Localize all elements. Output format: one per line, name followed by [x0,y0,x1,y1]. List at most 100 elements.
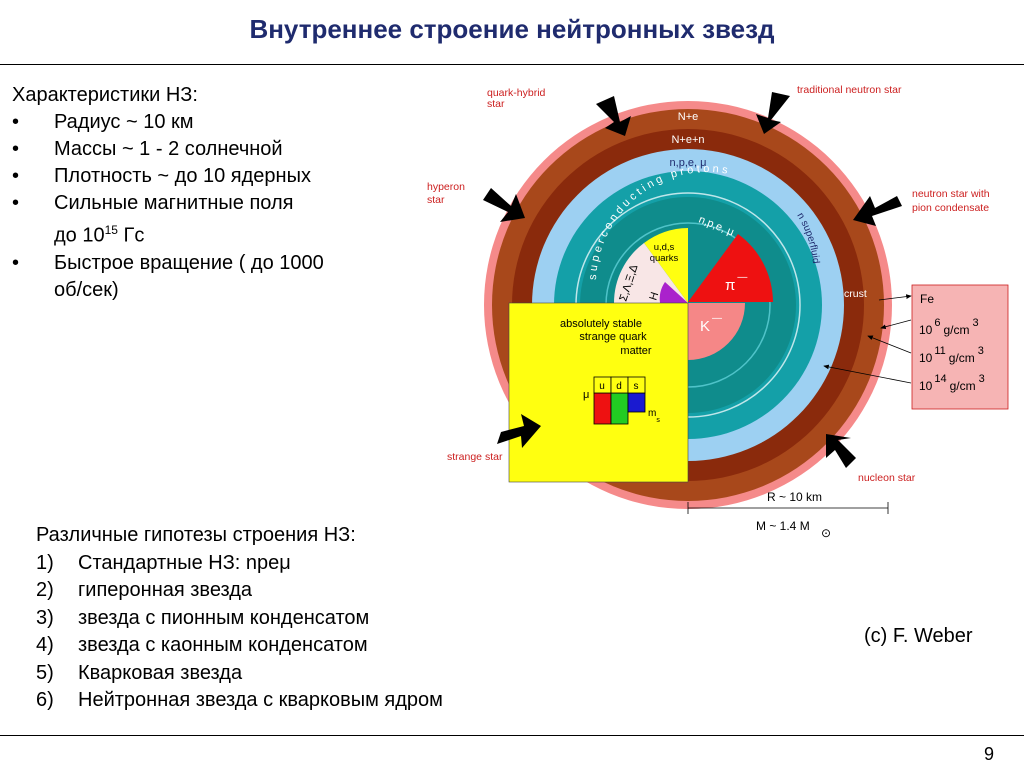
item-text: Стандартные НЗ: npeμ [78,551,291,574]
quark-d-bar [610,392,629,425]
uds-quarks-sector [644,228,688,303]
arrow-strange [497,414,541,448]
label-pion-1: neutron star with [912,188,990,200]
bullet: • [12,165,20,187]
item-text: Нейтронная звезда с кварковым ядром [78,689,443,711]
hypotheses-list: Различные гипотезы строения НЗ: 1) Станда… [36,522,443,715]
strange-mass-label: ms [648,408,660,424]
h-dibaryon-sector [659,282,688,303]
quark-s-cell [627,376,646,394]
layer-label-nen: N+e+n [671,134,704,146]
quark-u-bar [593,392,612,425]
list-item: 3) звезда с пионным конденсатом [36,605,443,633]
arrow-pion [853,196,902,226]
density-box [911,284,1009,410]
item-text: об/сек) [54,278,119,301]
label-nucleon-star: nucleon star [858,472,916,484]
list-item: • Массы ~ 1 - 2 солнечной [12,136,324,163]
bullet: • [12,251,20,274]
quark-u-label: u [599,381,605,392]
exponent: 15 [104,223,118,237]
hypotheses-heading: Различные гипотезы строения НЗ: [36,524,356,546]
item-number: 1) [36,551,54,574]
list-item-continuation: до 1015 Гс [12,217,324,250]
item-text: Гс [117,224,145,247]
credit-text: (c) F. Weber [864,625,973,647]
label-crust: crust [844,288,867,300]
bullet: • [12,138,20,160]
item-text: Кварковая звезда [78,661,243,684]
kaon-sector [688,303,745,360]
bottom-divider [0,735,1024,736]
item-text: Радиус ~ 10 км [54,111,194,133]
bullet: • [12,111,20,133]
label-strange-star: strange star [447,451,503,463]
bullet: • [12,192,20,214]
slide-title: Внутреннее строение нейтронных звезд [249,14,775,44]
page-number: 9 [984,744,995,764]
item-number: 2) [36,579,54,601]
sun-symbol: ⊙ [821,526,831,540]
mass-label: M ~ 1.4 M [756,519,810,533]
list-item: • Радиус ~ 10 км [12,109,324,136]
item-text: гиперонная звезда [78,579,253,601]
uds-quarks-label-1: u,d,s [654,242,675,253]
h-dibaryon-label: H [647,291,661,302]
layer-label-ne: N+e [678,111,699,123]
leader-line-1014 [823,364,912,384]
uds-quarks-label-2: quarks [650,253,679,264]
quark-d-label: d [616,381,622,392]
label-hyperon-1: hyperon [427,181,465,193]
item-number: 6) [36,689,54,711]
kaon-label: K— [700,313,722,335]
arrow-traditional [756,92,790,134]
label-quark-hybrid-1: quark-hybrid [487,87,546,99]
leader-line-1011 [867,335,912,354]
item-number: 5) [36,661,54,684]
list-item: 1) Стандартные НЗ: npeμ [36,550,443,578]
list-item: 4) звезда с каонным конденсатом [36,632,443,660]
list-item: • Плотность ~ до 10 ядерных [12,163,324,190]
strange-quark-text-2: strange quark [579,331,647,343]
label-quark-hybrid-2: star [487,98,505,110]
top-divider [0,64,1024,65]
quark-s-bar [627,392,646,413]
arrow-nucleon [826,434,856,468]
list-item-continuation: об/сек) [12,277,324,304]
item-text: до 10 [54,224,105,247]
strange-quark-text-1: absolutely stable [560,318,642,330]
leader-line-fe [878,294,912,301]
list-item: 5) Кварковая звезда [36,660,443,688]
characteristics-heading: Характеристики НЗ: [12,84,198,106]
label-hyperon-2: star [427,194,445,206]
pion-label: π— [725,272,747,294]
list-item: 2) гиперонная звезда [36,577,443,605]
quark-s-label: s [634,381,639,392]
item-text: Сильные магнитные поля [54,192,294,214]
density-fe: Fe [920,292,934,306]
item-text: Быстрое вращение ( до 1000 [54,251,324,274]
item-text: Массы ~ 1 - 2 солнечной [54,138,283,160]
arrow-hyperon [483,188,525,222]
item-number: 4) [36,634,54,656]
characteristics-list: Характеристики НЗ: • Радиус ~ 10 км • Масс… [12,82,324,304]
leader-line-106 [880,319,912,330]
item-text: звезда с каонным конденсатом [78,634,368,656]
label-traditional: traditional neutron star [797,84,902,96]
item-number: 3) [36,606,54,629]
arrow-quark-hybrid [596,96,631,136]
list-item: • Сильные магнитные поля [12,190,324,217]
label-pion-2: pion condensate [912,202,989,214]
quark-mu-label: μ [583,389,589,401]
radius-label: R ~ 10 km [767,490,822,504]
list-item: 6) Нейтронная звезда с кварковым ядром [36,687,443,715]
list-item: • Быстрое вращение ( до 1000 [12,250,324,277]
item-text: звезда с пионным конденсатом [78,606,370,629]
layer-label-npe-mu: n,p,e, μ [670,157,707,169]
pion-sector [688,234,773,302]
item-text: Плотность ~ до 10 ядерных [54,165,311,187]
